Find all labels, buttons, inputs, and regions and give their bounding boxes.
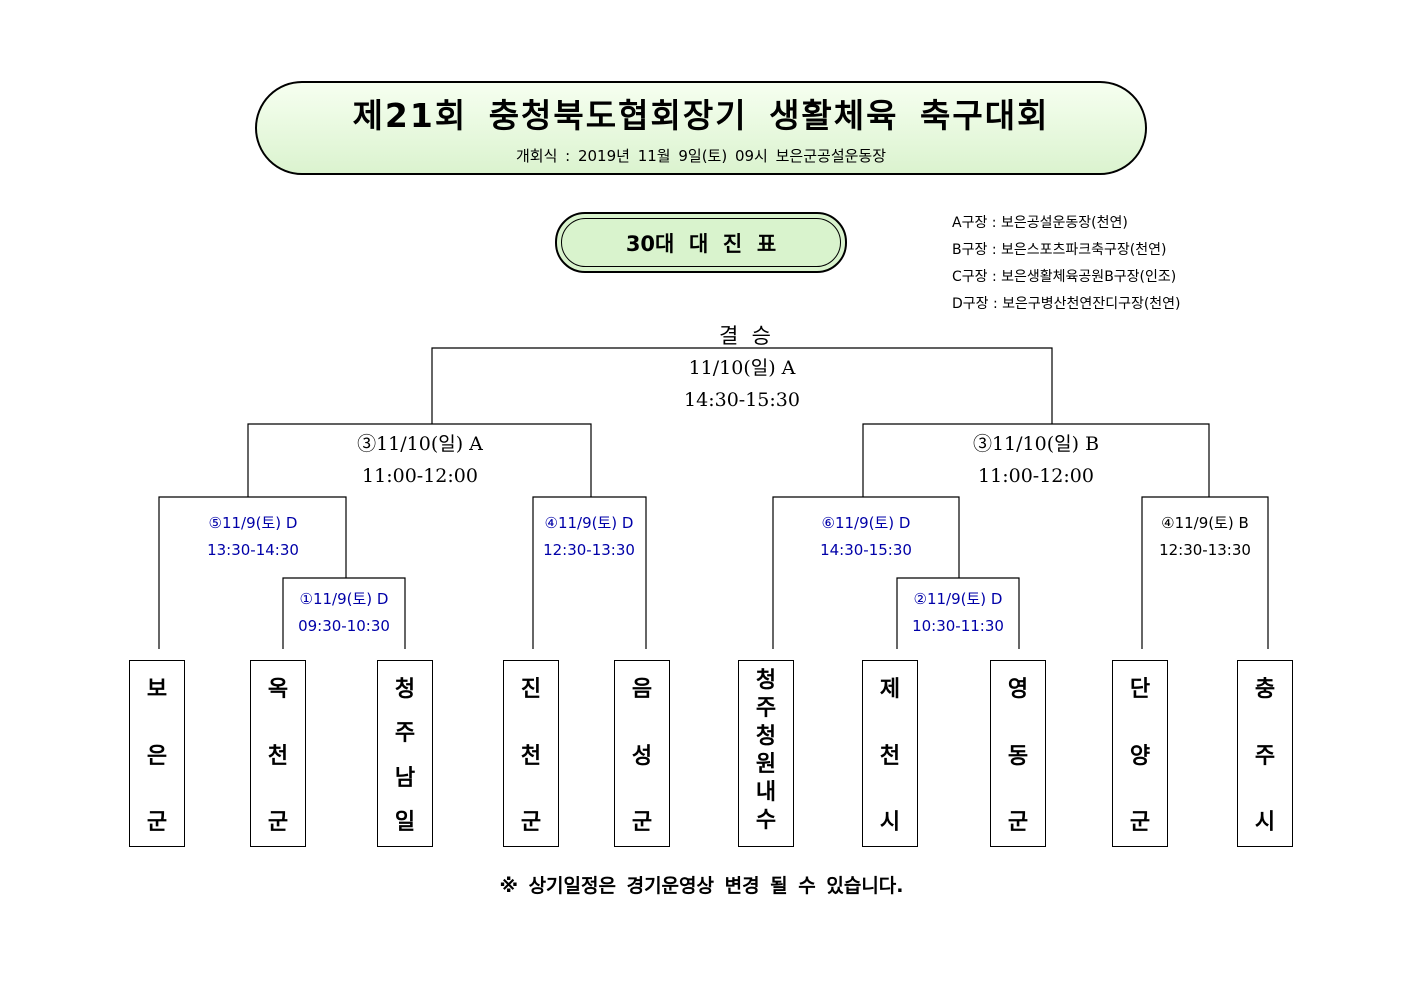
semi-left-connector bbox=[247, 423, 592, 497]
team-char: 단 bbox=[1129, 677, 1151, 702]
team-char: 군 bbox=[1129, 810, 1151, 835]
semi-right-connector bbox=[862, 423, 1210, 497]
team-char: 청 bbox=[394, 677, 416, 702]
team-yeongdong: 영 동 군 bbox=[990, 660, 1046, 847]
team-char: 군 bbox=[1007, 810, 1029, 835]
final-label: 결 승 bbox=[719, 324, 771, 348]
team-char: 은 bbox=[146, 743, 168, 769]
team-char: 영 bbox=[1007, 677, 1029, 702]
team-jincheon: 진 천 군 bbox=[503, 660, 559, 847]
round1-left-connector bbox=[282, 577, 406, 649]
quarter-3-date: ⑥11/9(토) D bbox=[821, 514, 911, 532]
team-char: 내 bbox=[755, 780, 777, 805]
quarter-1-time: 13:30-14:30 bbox=[207, 541, 299, 559]
venue-d: D구장 : 보은구병산천연잔디구장(천연) bbox=[952, 296, 1181, 312]
team-eumseong: 음 성 군 bbox=[614, 660, 670, 847]
team-char: 진 bbox=[520, 677, 542, 702]
quarter-1-match: ⑤11/9(토) D 13:30-14:30 bbox=[178, 510, 328, 564]
round1-left-date: ①11/9(토) D bbox=[299, 590, 389, 608]
final-connector bbox=[431, 347, 1053, 424]
bracket-title: 30대 대 진 표 bbox=[561, 218, 841, 267]
semi-left-time: 11:00-12:00 bbox=[362, 465, 478, 487]
venue-b: B구장 : 보은스포츠파크축구장(천연) bbox=[952, 242, 1167, 258]
venue-a: A구장 : 보은공설운동장(천연) bbox=[952, 215, 1128, 231]
quarter-3-connector bbox=[772, 496, 960, 649]
semi-left-match: ③11/10(일) A 11:00-12:00 bbox=[320, 428, 520, 492]
quarter-1-date: ⑤11/9(토) D bbox=[208, 514, 298, 532]
bracket-title-box: 30대 대 진 표 bbox=[555, 212, 847, 273]
team-char: 음 bbox=[631, 677, 653, 702]
round1-right-time: 10:30-11:30 bbox=[912, 617, 1004, 635]
team-char: 천 bbox=[879, 743, 901, 769]
team-char: 천 bbox=[520, 743, 542, 769]
team-char: 군 bbox=[631, 810, 653, 835]
team-cheongju-cheongwon-naesu: 청 주 청 원 내 수 bbox=[738, 660, 794, 847]
quarter-2-time: 12:30-13:30 bbox=[543, 541, 635, 559]
team-char: 충 bbox=[1254, 677, 1276, 702]
team-boeun: 보 은 군 bbox=[129, 660, 185, 847]
tournament-title: 제21회 충청북도협회장기 생활체육 축구대회 bbox=[352, 96, 1050, 135]
team-char: 시 bbox=[879, 810, 901, 835]
quarter-4-match: ④11/9(토) B 12:30-13:30 bbox=[1130, 510, 1280, 564]
team-jecheon: 제 천 시 bbox=[862, 660, 918, 847]
opening-ceremony-info: 개회식 : 2019년 11월 9일(토) 09시 보은군공설운동장 bbox=[515, 147, 887, 165]
team-char: 일 bbox=[394, 809, 416, 835]
venue-legend: A구장 : 보은공설운동장(천연) B구장 : 보은스포츠파크축구장(천연) C… bbox=[952, 210, 1181, 318]
team-char: 군 bbox=[520, 810, 542, 835]
quarter-4-time: 12:30-13:30 bbox=[1159, 541, 1251, 559]
round1-right-date: ②11/9(토) D bbox=[913, 590, 1003, 608]
round1-right-connector bbox=[896, 577, 1020, 649]
quarter-2-match: ④11/9(토) D 12:30-13:30 bbox=[514, 510, 664, 564]
team-char: 청 bbox=[755, 724, 777, 749]
round1-right-match: ②11/9(토) D 10:30-11:30 bbox=[883, 586, 1033, 640]
team-char: 성 bbox=[631, 743, 653, 769]
quarter-3-match: ⑥11/9(토) D 14:30-15:30 bbox=[791, 510, 941, 564]
team-char: 제 bbox=[879, 677, 901, 702]
title-banner: 제21회 충청북도협회장기 생활체육 축구대회 개회식 : 2019년 11월 … bbox=[255, 81, 1147, 175]
team-char: 시 bbox=[1254, 810, 1276, 835]
quarter-4-connector bbox=[1141, 496, 1269, 649]
team-char: 주 bbox=[394, 721, 416, 747]
team-char: 동 bbox=[1007, 743, 1029, 769]
team-char: 남 bbox=[394, 765, 416, 791]
quarter-1-connector bbox=[158, 496, 347, 649]
semi-right-match: ③11/10(일) B 11:00-12:00 bbox=[936, 428, 1136, 492]
round1-left-time: 09:30-10:30 bbox=[298, 617, 390, 635]
venue-c: C구장 : 보은생활체육공원B구장(인조) bbox=[952, 269, 1177, 285]
final-date: 11/10(일) A bbox=[688, 357, 796, 379]
team-char: 주 bbox=[1254, 743, 1276, 769]
final-match: 11/10(일) A 14:30-15:30 bbox=[642, 352, 842, 416]
team-okcheon: 옥 천 군 bbox=[250, 660, 306, 847]
team-char: 군 bbox=[146, 810, 168, 835]
quarter-2-date: ④11/9(토) D bbox=[544, 514, 634, 532]
team-char: 군 bbox=[267, 810, 289, 835]
round1-left-match: ①11/9(토) D 09:30-10:30 bbox=[269, 586, 419, 640]
team-char: 천 bbox=[267, 743, 289, 769]
semi-right-time: 11:00-12:00 bbox=[978, 465, 1094, 487]
team-char: 보 bbox=[146, 677, 168, 702]
schedule-notice: ※ 상기일정은 경기운영상 변경 될 수 있습니다. bbox=[499, 875, 904, 897]
team-char: 원 bbox=[755, 752, 777, 777]
quarter-3-time: 14:30-15:30 bbox=[820, 541, 912, 559]
team-char: 수 bbox=[755, 808, 777, 833]
quarter-2-connector bbox=[532, 496, 647, 649]
team-char: 옥 bbox=[267, 677, 289, 702]
team-cheongju-namil: 청 주 남 일 bbox=[377, 660, 433, 847]
team-char: 청 bbox=[755, 668, 777, 693]
team-char: 주 bbox=[755, 696, 777, 721]
semi-right-date: ③11/10(일) B bbox=[972, 433, 1100, 455]
quarter-4-date: ④11/9(토) B bbox=[1161, 514, 1249, 532]
team-char: 양 bbox=[1129, 743, 1151, 769]
team-danyang: 단 양 군 bbox=[1112, 660, 1168, 847]
semi-left-date: ③11/10(일) A bbox=[357, 433, 483, 455]
team-chungju: 충 주 시 bbox=[1237, 660, 1293, 847]
final-time: 14:30-15:30 bbox=[684, 389, 800, 411]
